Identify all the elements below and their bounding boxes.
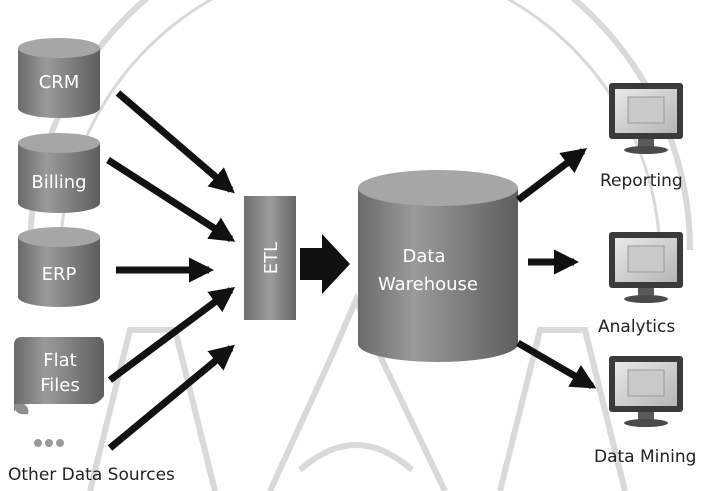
flat-files-label-line1: Flat bbox=[43, 350, 76, 371]
reporting-label: Reporting bbox=[600, 171, 683, 191]
output-arrows bbox=[515, 147, 597, 390]
flat-files-label-line2: Files bbox=[40, 375, 80, 396]
warehouse-label-line1: Data bbox=[403, 246, 446, 267]
erp-database: ERP bbox=[18, 227, 100, 307]
arrow-warehouse-to-data-mining bbox=[516, 339, 597, 390]
data-mining-label: Data Mining bbox=[594, 447, 696, 467]
arrow-other-to-etl bbox=[107, 344, 235, 451]
arrow-flat-files-to-etl bbox=[107, 286, 236, 383]
billing-database: Billing bbox=[18, 133, 100, 213]
erp-label: ERP bbox=[42, 264, 77, 285]
source-arrows bbox=[106, 90, 236, 451]
arrow-billing-to-etl bbox=[106, 157, 236, 242]
data-mining-monitor-icon bbox=[609, 356, 683, 427]
analytics-monitor-icon bbox=[609, 232, 683, 303]
reporting-monitor-icon bbox=[609, 83, 683, 154]
other-data-sources-label: Other Data Sources bbox=[8, 465, 175, 485]
crm-label: CRM bbox=[39, 72, 80, 93]
warehouse-label-line2: Warehouse bbox=[378, 274, 478, 295]
billing-label: Billing bbox=[31, 172, 86, 193]
data-warehouse-database: Data Warehouse bbox=[358, 170, 518, 362]
ellipsis-icon bbox=[34, 439, 64, 447]
etl-box: ETL bbox=[244, 196, 296, 320]
arrow-warehouse-to-reporting bbox=[515, 147, 588, 203]
analytics-label: Analytics bbox=[598, 317, 675, 337]
crm-database: CRM bbox=[18, 38, 100, 118]
etl-to-warehouse-arrow bbox=[300, 234, 350, 294]
flat-files-document: Flat Files bbox=[14, 337, 104, 415]
etl-label: ETL bbox=[261, 242, 282, 274]
arrow-crm-to-etl bbox=[115, 90, 235, 194]
